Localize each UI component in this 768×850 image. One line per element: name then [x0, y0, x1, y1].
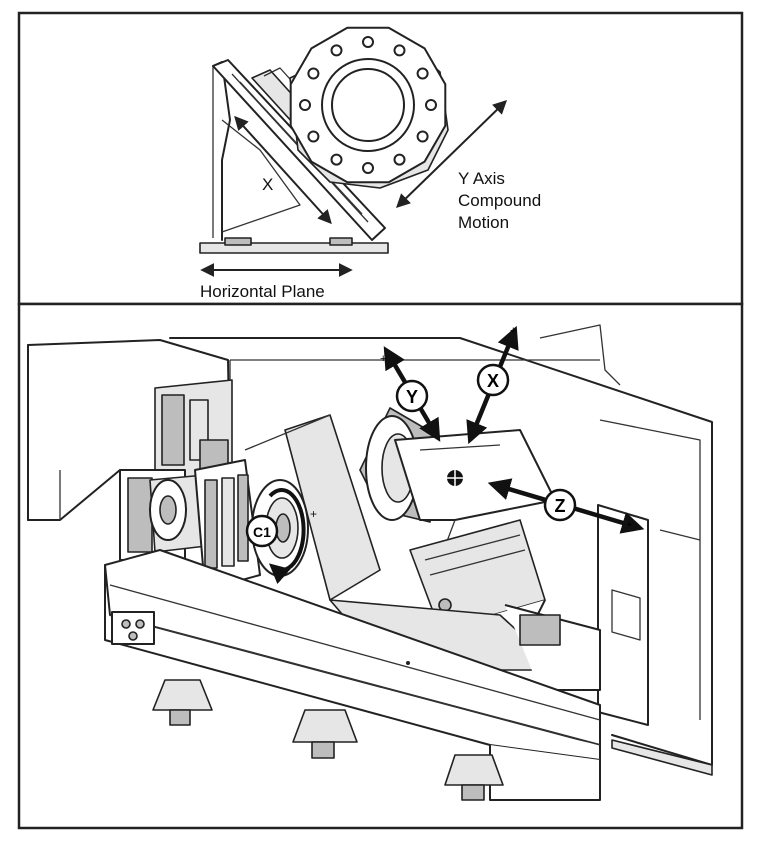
label-horizontal-plane: Horizontal Plane: [200, 282, 325, 301]
bolt-hole: [416, 130, 429, 143]
bolt-hole: [299, 99, 311, 111]
bolt-hole: [425, 99, 437, 111]
bolt-hole: [393, 44, 406, 57]
label-axis-y: Y: [406, 387, 418, 407]
top-panel: X Y Axis Compound Motion Horizontal Plan…: [17, 11, 744, 306]
main-spindle-chuck: +: [194, 459, 317, 591]
label-axis-x: X: [487, 371, 499, 391]
bolt-hole: [307, 130, 320, 143]
bolt-hole: [330, 44, 343, 57]
c1-rotation-arrow: [268, 488, 306, 585]
label-axis-c1: C1: [253, 524, 271, 540]
machine-enclosure: [169, 324, 713, 776]
svg-text:+: +: [310, 507, 317, 521]
axis-label-y: Y: [395, 379, 429, 413]
bolt-hole: [416, 67, 429, 80]
leveling-feet: [152, 679, 504, 801]
bolt-hole: [330, 153, 343, 166]
column-edge: [221, 61, 231, 241]
svg-text:+: +: [510, 325, 516, 337]
svg-text:+: +: [380, 353, 386, 365]
label-y-axis: Y Axis: [458, 169, 505, 188]
bolt-hole: [393, 153, 406, 166]
turret-face: [289, 26, 449, 189]
y-axis-arrow: [395, 100, 508, 208]
svg-text:+: +: [626, 519, 632, 531]
label-compound: Compound: [458, 191, 541, 210]
bolt-hole: [362, 162, 374, 174]
base-plate: [199, 242, 389, 254]
axis-label-c1: C1: [245, 514, 279, 548]
x-axis-arrow: [234, 115, 332, 225]
axis-label-x: X: [476, 363, 510, 397]
bolt-hole: [362, 36, 374, 48]
label-motion: Motion: [458, 213, 509, 232]
axis-label-z: Z: [543, 488, 577, 522]
bolt-hole: [307, 67, 320, 80]
label-axis-z: Z: [555, 496, 566, 516]
bottom-panel: +: [17, 302, 744, 830]
machine-base: [104, 549, 601, 801]
label-x: X: [262, 175, 273, 194]
